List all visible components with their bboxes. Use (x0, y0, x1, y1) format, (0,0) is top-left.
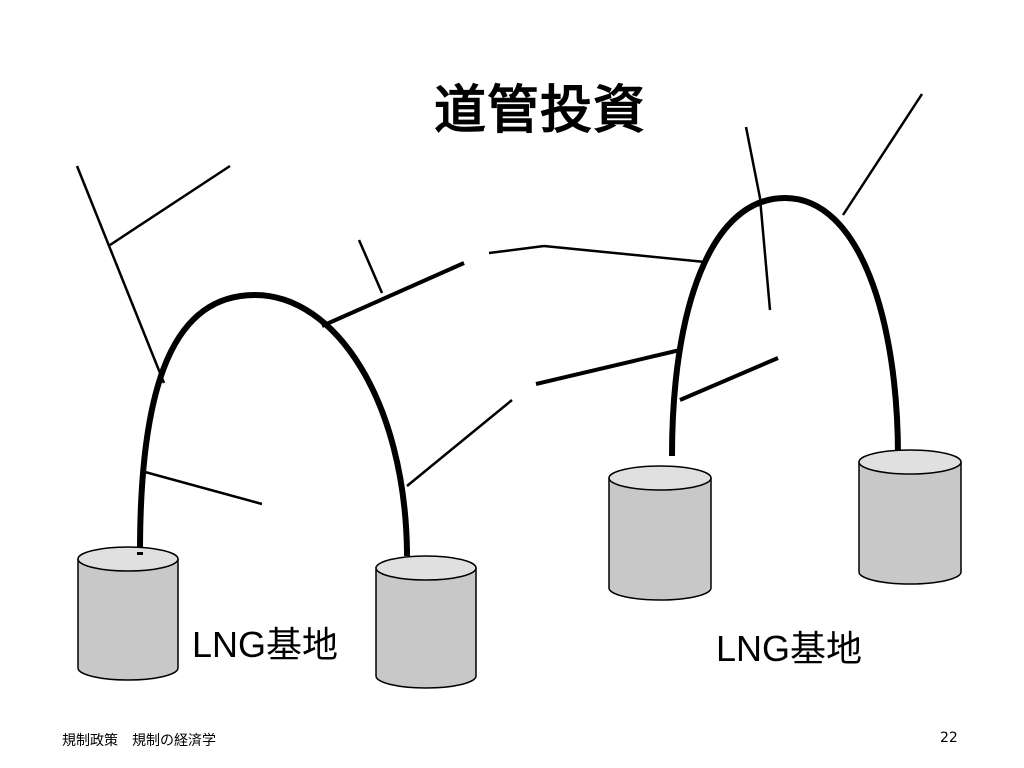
branch-line (744, 126, 762, 199)
branch-line (758, 197, 772, 311)
branch-line (75, 165, 166, 384)
branch-lines-mid (321, 261, 779, 402)
lng-base-label-left: LNG基地 (192, 624, 339, 665)
tank-2 (375, 555, 477, 689)
branch-line (535, 348, 681, 386)
branch-lines-right (488, 93, 924, 311)
branch-line (144, 470, 263, 506)
branch-line (321, 261, 465, 328)
slide-title: 道管投資 (433, 81, 646, 141)
branch-line (406, 399, 513, 487)
branch-line (543, 244, 706, 264)
footer-text: 規制政策 規制の経済学 (62, 733, 216, 749)
branch-line (488, 244, 545, 255)
tank-3 (608, 465, 712, 601)
tank-4 (858, 449, 962, 585)
branch-line (679, 356, 779, 402)
page-number: 22 (940, 730, 958, 746)
branch-line (109, 164, 231, 247)
pipeline-arch-left (137, 291, 410, 553)
branch-line (841, 93, 924, 216)
branch-line (357, 239, 384, 294)
branch-lines-left (75, 164, 513, 506)
pipeline-arch-right (669, 194, 901, 457)
tank-1 (77, 546, 179, 681)
lng-base-label-right: LNG基地 (716, 628, 863, 669)
